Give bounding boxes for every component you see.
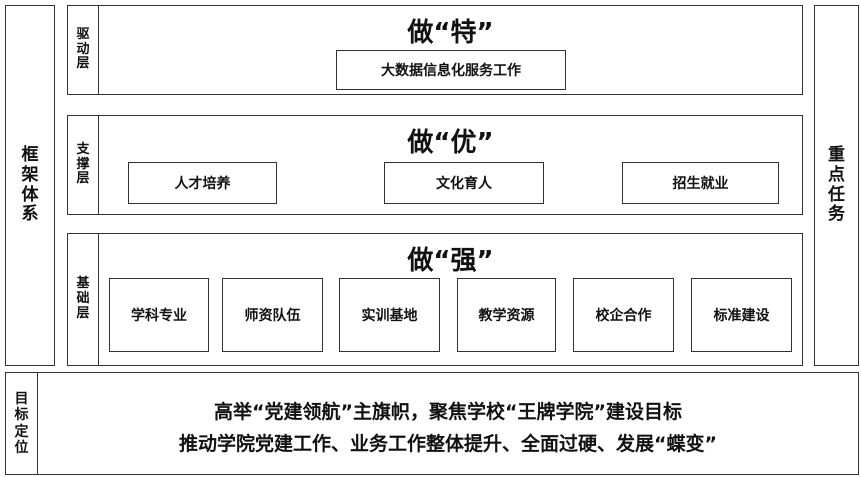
tag-char: 驱 [76, 26, 90, 42]
driver-item-box: 大数据信息化服务工作 [336, 50, 566, 90]
base-item-box: 教学资源 [457, 278, 556, 352]
base-item-box: 师资队伍 [222, 278, 323, 352]
left-char: 架 [21, 164, 39, 185]
right-char: 重 [828, 145, 845, 166]
goal-char: 标 [14, 407, 29, 424]
right-char: 点 [828, 164, 845, 185]
base-item-box: 实训基地 [339, 278, 440, 352]
support-layer-tag: 支 撑 层 [67, 115, 99, 215]
left-char: 框 [21, 145, 39, 166]
left-char: 体 [21, 184, 39, 205]
tag-char: 动 [76, 41, 90, 57]
tag-char: 层 [76, 56, 90, 72]
left-char: 系 [21, 204, 39, 225]
base-layer-heading: 做“强” [407, 246, 494, 276]
goal-positioning-tag: 目 标 定 位 [5, 372, 38, 475]
base-item-box: 标准建设 [691, 278, 792, 352]
tag-char: 层 [76, 171, 90, 187]
goal-char: 定 [14, 423, 29, 440]
tag-char: 基 [76, 276, 90, 292]
framework-system-label: 框 架 体 系 [5, 5, 55, 366]
goal-panel: 高举“党建领航”主旗帜，聚焦学校“王牌学院”建设目标 推动学院党建工作、业务工作… [37, 372, 859, 475]
support-item-box: 招生就业 [622, 162, 779, 204]
goal-line-2: 推动学院党建工作、业务工作整体提升、全面过硬、发展“蝶变” [179, 433, 717, 455]
driver-layer-heading: 做“特” [407, 18, 494, 48]
base-item-box: 校企合作 [573, 278, 674, 352]
goal-char: 位 [14, 439, 29, 456]
tag-char: 础 [76, 291, 90, 307]
right-char: 任 [828, 184, 845, 205]
base-layer-tag: 基 础 层 [67, 233, 99, 366]
support-item-box: 人才培养 [128, 162, 277, 204]
tag-char: 撑 [76, 156, 90, 172]
base-layer-panel: 做“强” 学科专业 师资队伍 实训基地 教学资源 校企合作 标准建设 [98, 233, 803, 366]
tag-char: 支 [76, 141, 90, 157]
driver-layer-panel: 做“特” 大数据信息化服务工作 [98, 5, 803, 95]
driver-layer-tag: 驱 动 层 [67, 5, 99, 95]
right-char: 务 [828, 204, 845, 225]
tag-char: 层 [76, 305, 90, 321]
key-tasks-label: 重 点 任 务 [814, 5, 859, 366]
support-layer-heading: 做“优” [407, 128, 494, 158]
base-item-box: 学科专业 [109, 278, 209, 352]
support-layer-panel: 做“优” 人才培养 文化育人 招生就业 [98, 115, 803, 215]
goal-char: 目 [14, 391, 29, 408]
goal-line-1: 高举“党建领航”主旗帜，聚焦学校“王牌学院”建设目标 [214, 401, 682, 423]
support-item-box: 文化育人 [384, 162, 544, 204]
